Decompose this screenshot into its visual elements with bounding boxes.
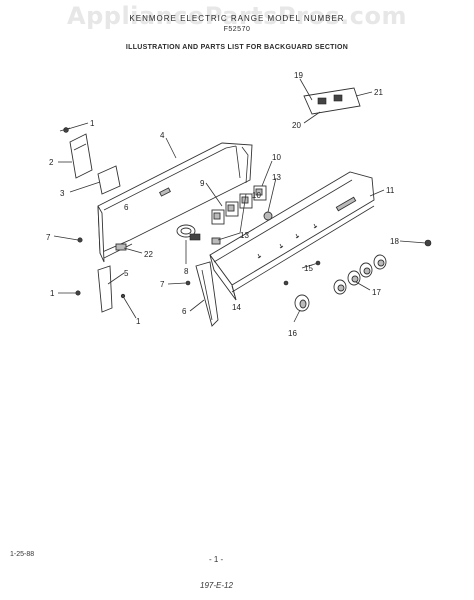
callout-17: 17 [372, 288, 381, 297]
callout-20: 20 [292, 121, 301, 130]
backguard-shell [97, 142, 253, 263]
wire-harness [176, 224, 201, 241]
screw-top [59, 127, 71, 133]
model-heading: KENMORE ELECTRIC RANGE MODEL NUMBER [129, 14, 345, 23]
revision-date: 1-25-88 [10, 551, 35, 558]
callout-3: 3 [60, 189, 65, 198]
callout-labels: 1 2 3 4 7 1 1 5 22 6 7 6 8 9 13 10 10 13… [46, 71, 399, 338]
watermark: AppliancePartsPros.com [67, 2, 407, 30]
leader-lines [53, 78, 427, 323]
callout-10-mid: 10 [252, 191, 261, 200]
callout-1-top: 1 [90, 119, 95, 128]
small-knob [263, 211, 273, 221]
callout-14: 14 [232, 303, 241, 312]
callout-15: 15 [304, 264, 313, 273]
callout-21: 21 [374, 88, 383, 97]
screws [75, 237, 432, 299]
side-trim-right [195, 261, 219, 327]
callout-8: 8 [184, 267, 189, 276]
callout-9: 9 [200, 179, 205, 188]
callout-4: 4 [160, 131, 165, 140]
clock-module [303, 87, 361, 115]
callout-7-mid: 7 [160, 280, 165, 289]
callout-1-bottom: 1 [136, 317, 141, 326]
callout-1-left: 1 [50, 289, 55, 298]
bracket [115, 243, 127, 251]
callout-6-upper: 6 [124, 203, 129, 212]
end-cap-upper [69, 133, 93, 179]
model-number: F52570 [223, 26, 251, 33]
callout-10-top: 10 [272, 153, 281, 162]
page-number: - 1 - [209, 555, 224, 564]
knob-group [294, 254, 387, 312]
callout-6-lower: 6 [182, 307, 187, 316]
callout-11: 11 [386, 186, 395, 195]
callout-13-right: 13 [272, 173, 281, 182]
callout-19: 19 [294, 71, 303, 80]
callout-5: 5 [124, 269, 129, 278]
callout-16: 16 [288, 329, 297, 338]
callout-18: 18 [390, 237, 399, 246]
side-trim-left [97, 265, 113, 313]
end-cap-lower [97, 165, 121, 195]
connector [211, 237, 221, 245]
callout-13-left: 13 [240, 231, 249, 240]
callout-7-left: 7 [46, 233, 51, 242]
section-title: ILLUSTRATION AND PARTS LIST FOR BACKGUAR… [125, 44, 349, 51]
callout-2: 2 [49, 158, 54, 167]
callout-22: 22 [144, 250, 153, 259]
document-code: 197-E-12 [200, 581, 233, 590]
